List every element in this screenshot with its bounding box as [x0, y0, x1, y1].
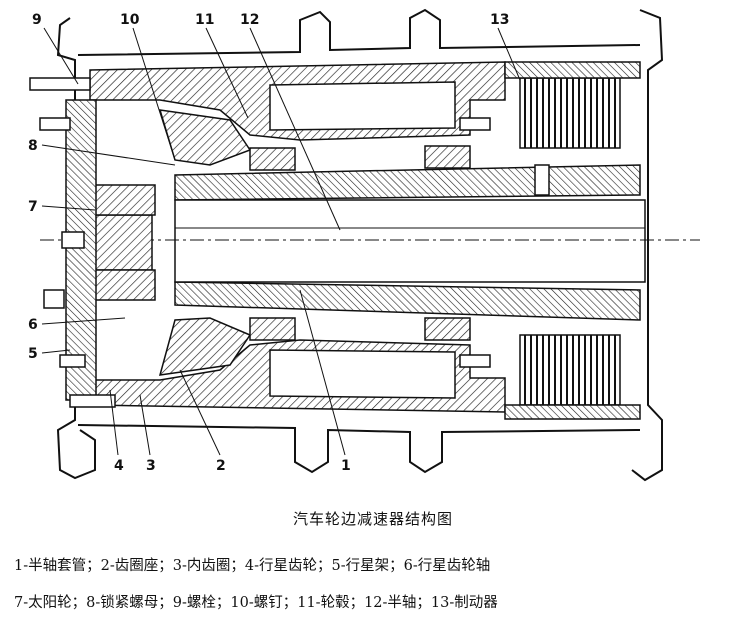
callout-7: 7 [28, 199, 38, 215]
callout-labels: 9 10 11 12 13 8 7 6 5 4 3 2 1 [28, 12, 509, 474]
brake-housing-upper [504, 61, 641, 79]
brake-pack-upper [519, 77, 621, 149]
half-shaft [174, 199, 646, 283]
callout-2: 2 [216, 458, 226, 474]
planet-gear-upper [94, 184, 156, 216]
legend-line-2: 7-太阳轮；8-锁紧螺母；9-螺栓；10-螺钉；11-轮毂；12-半轴；13-制… [14, 595, 498, 611]
sun-gear [91, 214, 153, 271]
hub-window-lower [269, 349, 456, 399]
planet-carrier [65, 99, 97, 401]
callout-4: 4 [114, 458, 124, 474]
bearing-upper-left [249, 147, 296, 171]
axle-sleeve-upper [174, 164, 641, 201]
ring-gear-seat-lower [158, 317, 252, 376]
callout-9: 9 [32, 12, 42, 28]
wheel-reducer-drawing: 9 10 11 12 13 8 7 6 5 4 3 2 1 [28, 8, 700, 482]
brake-housing-lower [504, 404, 641, 420]
callout-6: 6 [28, 317, 38, 333]
bolts [29, 77, 550, 408]
bearing-lower-left [249, 317, 296, 341]
callout-5: 5 [28, 346, 38, 362]
planet-gear-lower [94, 269, 156, 301]
callout-11: 11 [195, 12, 214, 28]
legend-line-1: 1-半轴套管；2-齿圈座；3-内齿圈；4-行星齿轮；5-行星架；6-行星齿轮轴 [14, 558, 491, 574]
outer-rim [56, 8, 664, 482]
callout-1: 1 [341, 458, 351, 474]
callout-12: 12 [240, 12, 259, 28]
callout-13: 13 [490, 12, 509, 28]
hub-window-upper [269, 81, 456, 131]
callout-3: 3 [146, 458, 156, 474]
callout-8: 8 [28, 138, 38, 154]
callout-10: 10 [120, 12, 140, 28]
leader-lines [41, 27, 521, 456]
figure-caption: 汽车轮边减速器结构图 [292, 510, 453, 528]
axle-sleeve-lower [174, 281, 641, 321]
brake-pack-lower [519, 334, 621, 406]
bearing-lower-right [424, 317, 471, 341]
bearing-upper-right [424, 145, 471, 169]
